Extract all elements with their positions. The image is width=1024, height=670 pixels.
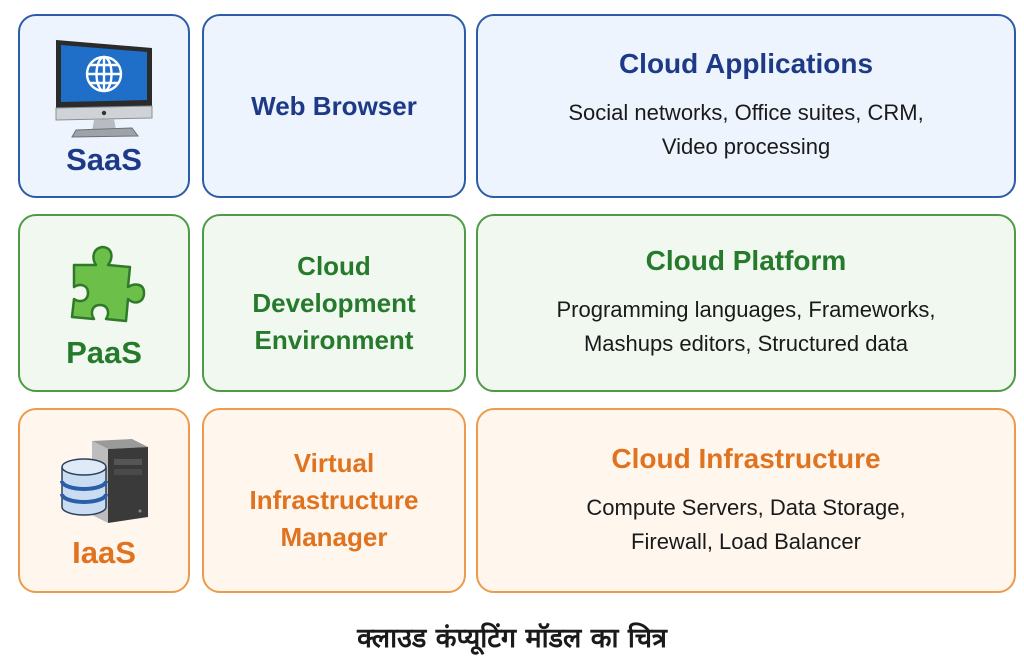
description-line: Mashups editors, Structured data bbox=[583, 331, 909, 356]
web-browser-box: Web Browser bbox=[202, 14, 466, 198]
cloud-infrastructure-box: Cloud Infrastructure Compute Servers, Da… bbox=[476, 408, 1016, 593]
cloud-infrastructure-title: Cloud Infrastructure bbox=[611, 442, 881, 474]
description-line: Video processing bbox=[661, 134, 831, 159]
cloud-platform-description: Programming languages, Frameworks, Mashu… bbox=[556, 293, 935, 361]
puzzle-piece-icon bbox=[56, 235, 152, 331]
description-line: Compute Servers, Data Storage, bbox=[586, 494, 906, 520]
middle-label-line: Infrastructure bbox=[249, 485, 419, 515]
description-line: Firewall, Load Balancer bbox=[631, 528, 861, 554]
paas-label: PaaS bbox=[66, 335, 142, 370]
middle-label-line: Virtual bbox=[293, 448, 375, 478]
diagram-caption: क्लाउड कंप्यूटिंग मॉडल का चित्र bbox=[357, 623, 667, 654]
monitor-globe-icon bbox=[52, 34, 156, 138]
web-browser-label: Web Browser bbox=[251, 90, 417, 121]
middle-label-line: Environment bbox=[254, 324, 414, 355]
cloud-applications-box: Cloud Applications Social networks, Offi… bbox=[476, 14, 1016, 198]
description-line: Programming languages, Frameworks, bbox=[556, 297, 936, 322]
saas-label: SaaS bbox=[66, 142, 142, 177]
iaas-layer-box: IaaS bbox=[18, 408, 190, 593]
iaas-label: IaaS bbox=[72, 534, 136, 570]
saas-layer-box: SaaS bbox=[18, 14, 190, 198]
cloud-applications-description: Social networks, Office suites, CRM, Vid… bbox=[568, 96, 923, 164]
middle-label-line: Manager bbox=[280, 522, 388, 552]
server-database-icon bbox=[54, 431, 154, 531]
cloud-infrastructure-description: Compute Servers, Data Storage, Firewall,… bbox=[586, 491, 905, 559]
virtual-infrastructure-manager-box: Virtual Infrastructure Manager bbox=[202, 408, 466, 593]
middle-label-line: Cloud bbox=[297, 250, 371, 281]
cloud-platform-box: Cloud Platform Programming languages, Fr… bbox=[476, 214, 1016, 392]
cloud-platform-title: Cloud Platform bbox=[645, 245, 847, 276]
paas-layer-box: PaaS bbox=[18, 214, 190, 392]
cloud-applications-title: Cloud Applications bbox=[618, 48, 874, 79]
cloud-development-environment-box: Cloud Development Environment bbox=[202, 214, 466, 392]
middle-label-line: Development bbox=[252, 287, 416, 318]
description-line: Social networks, Office suites, CRM, bbox=[568, 100, 924, 125]
